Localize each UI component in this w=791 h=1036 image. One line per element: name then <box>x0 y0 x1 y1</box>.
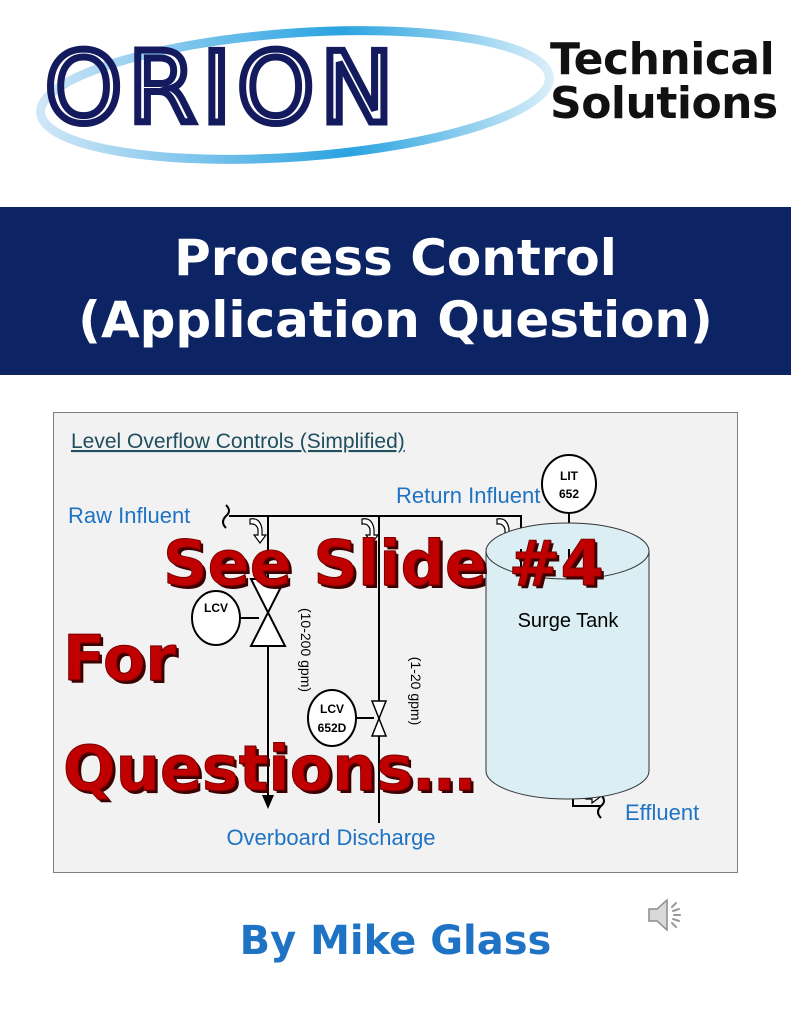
title-banner: Process Control (Application Question) <box>0 207 791 375</box>
pipe-break-icon <box>222 504 230 529</box>
overlay-see-slide: See Slide #4 <box>163 527 605 600</box>
pipe-break-icon <box>597 794 605 819</box>
return-influent-label: Return Influent <box>396 483 540 508</box>
brand-wordmark: ORION <box>45 32 400 146</box>
large-control-valve-icon <box>249 578 287 647</box>
lcv-big-instrument <box>191 590 241 646</box>
small-valve-range: (1-20 gpm) <box>408 657 424 725</box>
arrow-down-icon <box>262 795 274 809</box>
tank-label: Surge Tank <box>518 610 620 632</box>
lit-number: 652 <box>559 487 579 501</box>
diagram-graphic: Level Overflow Controls (Simplified) Raw… <box>68 430 699 850</box>
discharge-label: Overboard Discharge <box>226 825 435 850</box>
large-valve-range: (10-200 gpm) <box>298 608 314 692</box>
orion-logo-graphic: ORION <box>36 26 554 164</box>
overlay-for: For <box>62 622 177 695</box>
author-name: By Mike Glass <box>239 918 552 964</box>
diagram-title: Level Overflow Controls (Simplified) <box>71 430 405 453</box>
flow-arrow-icon <box>361 518 380 544</box>
small-control-valve-icon <box>370 700 388 737</box>
speaker-icon[interactable] <box>645 893 689 942</box>
surge-tank: Surge Tank <box>485 522 650 800</box>
flow-arrow-icon <box>249 518 268 544</box>
overlay-questions: Questions… <box>62 732 476 805</box>
lcv-small-tag: LCV <box>320 702 344 716</box>
company-name-line2: Solutions <box>550 78 778 129</box>
lit-instrument <box>541 454 597 514</box>
lcv-small-number: 652D <box>318 721 347 735</box>
page-title: Process Control <box>174 229 617 287</box>
company-name: Technical Solutions <box>550 38 778 126</box>
lit-tag: LIT <box>560 469 579 483</box>
raw-influent-label: Raw Influent <box>68 503 190 528</box>
orion-logo: ORION <box>0 0 791 200</box>
process-diagram: Level Overflow Controls (Simplified) Raw… <box>53 412 738 873</box>
company-name-line1: Technical <box>550 34 775 85</box>
page-subtitle: (Application Question) <box>78 291 713 349</box>
effluent-label: Effluent <box>625 800 699 825</box>
lcv-big-tag: LCV <box>204 601 228 615</box>
lcv-small-instrument <box>307 689 357 747</box>
